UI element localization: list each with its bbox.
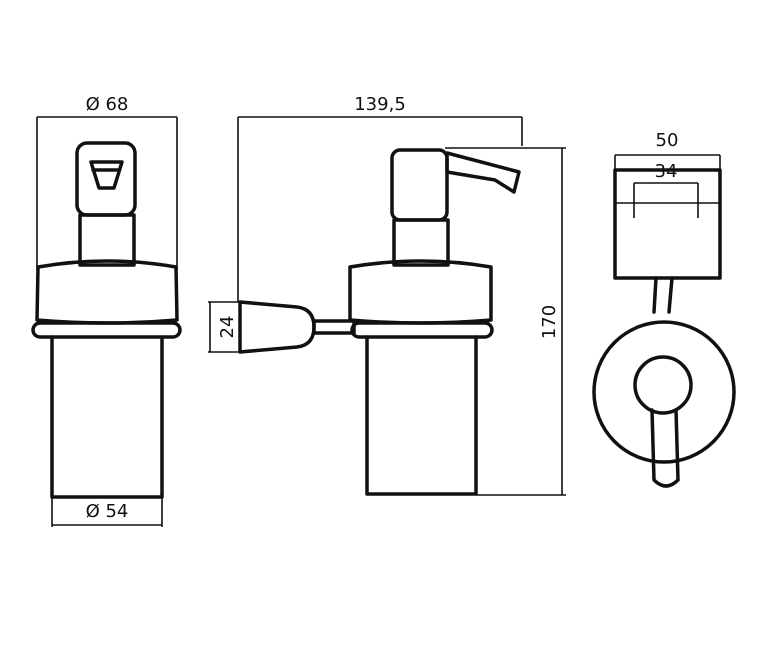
side-glass-body: [365, 335, 478, 496]
bracket-height-label: 24: [217, 316, 238, 339]
side-pump-neck: [392, 218, 450, 267]
top-mounting-plate: [613, 168, 722, 280]
wall-bracket: [238, 300, 316, 354]
front-cap: [35, 259, 179, 325]
side-height-label: 170: [539, 305, 560, 339]
side-pump-head: [390, 148, 449, 222]
top-lever-knob: [633, 355, 693, 415]
side-height-dimension: 170: [445, 147, 566, 496]
side-view: 139,5 170 24: [208, 94, 566, 496]
top-outer-width-label: 50: [656, 130, 679, 151]
front-bottom-diameter-label: Ø 54: [86, 501, 129, 522]
front-collar-ring: [31, 321, 182, 339]
top-lever-handle: [650, 408, 680, 488]
front-view: Ø 68 Ø 54: [31, 94, 182, 527]
front-pump-head: [75, 141, 137, 217]
bracket-height-dimension: 24: [208, 301, 243, 353]
front-glass-body: [50, 335, 164, 499]
side-collar-ring: [350, 321, 494, 339]
top-outer-dimension: 50: [614, 130, 721, 170]
side-depth-dimension: 139,5: [237, 94, 523, 302]
front-bottom-dimension: Ø 54: [51, 497, 163, 527]
side-cap: [348, 259, 493, 325]
front-top-diameter-label: Ø 68: [86, 94, 129, 115]
top-rosette-disc: [592, 320, 736, 464]
top-connector-arm: [652, 276, 674, 314]
top-view: 50 34: [592, 130, 736, 488]
bracket-rod: [312, 319, 356, 335]
front-top-dimension: Ø 68: [36, 94, 178, 270]
side-spout: [445, 151, 521, 194]
front-pump-neck: [78, 213, 136, 267]
side-depth-label: 139,5: [354, 94, 406, 115]
front-nozzle-opening: [89, 160, 124, 190]
